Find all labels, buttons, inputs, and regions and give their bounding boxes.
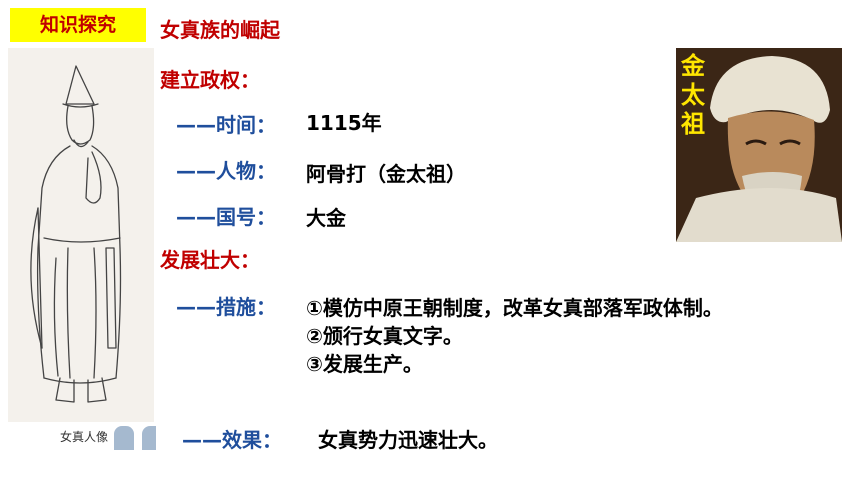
section-heading-develop: 发展壮大： xyxy=(160,248,260,272)
effect-label: ——效果： xyxy=(182,428,282,452)
portrait-label: 金太祖 xyxy=(681,52,705,138)
section-heading-establish: 建立政权： xyxy=(160,68,260,92)
jurchen-figure-image xyxy=(8,48,154,422)
partial-figure-icon xyxy=(142,426,156,450)
measure-item: ③发展生产。 xyxy=(306,352,423,376)
country-label: ——国号： xyxy=(176,205,276,229)
slide-title: 女真族的崛起 xyxy=(160,18,280,42)
jin-taizu-portrait xyxy=(676,48,842,242)
measures-label: ——措施： xyxy=(176,295,276,319)
time-value: 1115年 xyxy=(306,111,382,135)
partial-figure-icon xyxy=(114,426,134,450)
person-label: ——人物： xyxy=(176,159,276,183)
section-tag: 知识探究 xyxy=(10,8,146,42)
time-label: ——时间： xyxy=(176,113,276,137)
country-value: 大金 xyxy=(306,206,346,230)
effect-value: 女真势力迅速壮大。 xyxy=(318,428,498,452)
measure-item: ②颁行女真文字。 xyxy=(306,324,463,348)
person-value: 阿骨打（金太祖） xyxy=(306,162,466,186)
sketch-caption: 女真人像 xyxy=(60,430,109,444)
measure-item: ①模仿中原王朝制度，改革女真部落军政体制。 xyxy=(306,296,723,320)
